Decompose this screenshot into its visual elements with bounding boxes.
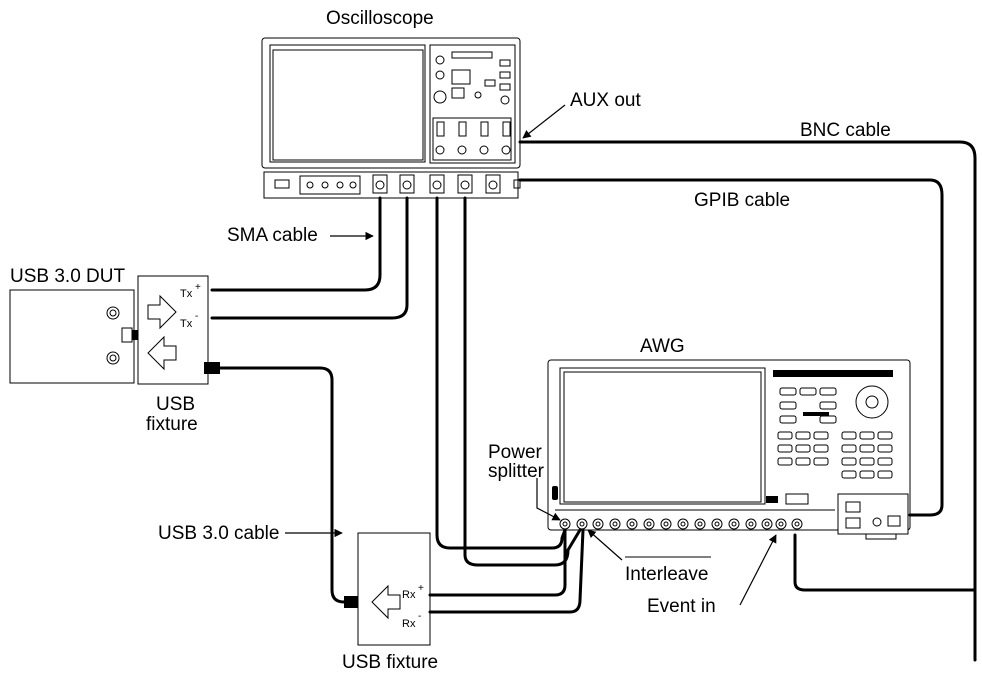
- usb-fixture-top: [137, 275, 220, 385]
- tx-minus-label: Tx: [180, 318, 193, 330]
- bnc-cable: [518, 140, 977, 662]
- svg-text:+: +: [195, 282, 201, 293]
- sma-cable-1: [210, 196, 382, 292]
- power-splitter-label-2: splitter: [488, 461, 545, 482]
- callouts: [285, 104, 777, 606]
- usb-3-cable: [218, 366, 346, 604]
- usb-fixture-bottom: [344, 532, 431, 646]
- usb-fixture-label-1: USB: [156, 394, 195, 415]
- gpib-cable: [518, 178, 944, 517]
- usb-dut: [9, 289, 142, 384]
- scope-channel-connectors: [372, 174, 501, 194]
- usb-fixture-bottom-label: USB fixture: [342, 652, 438, 673]
- bnc-cable-label: BNC cable: [800, 120, 891, 141]
- awg-front-connectors: [559, 518, 803, 530]
- sma-cable-label: SMA cable: [227, 225, 318, 246]
- rx-plus-cable: [428, 528, 567, 597]
- awg-keypad: [777, 431, 893, 479]
- usb-cable-label: USB 3.0 cable: [158, 523, 279, 544]
- scope-to-splitter-2: [463, 196, 582, 567]
- aux-out-label: AUX out: [570, 90, 641, 111]
- usb-dut-label: USB 3.0 DUT: [10, 266, 125, 287]
- svg-text:-: -: [418, 611, 421, 622]
- gpib-cable-label: GPIB cable: [694, 190, 790, 211]
- rx-minus-cable: [428, 528, 585, 614]
- sma-cable-2: [210, 196, 409, 320]
- interleave-label: Interleave: [625, 564, 708, 585]
- awg-label: AWG: [640, 336, 685, 357]
- svg-text:+: +: [418, 583, 424, 594]
- usb-fixture-label-2: fixture: [146, 414, 198, 435]
- cables: [210, 140, 977, 662]
- rx-minus-label: Rx: [402, 618, 416, 630]
- oscilloscope-label: Oscilloscope: [326, 8, 434, 29]
- tx-plus-label: Tx: [180, 288, 193, 300]
- rx-plus-label: Rx: [402, 589, 416, 601]
- scope-to-splitter-1: [435, 196, 567, 550]
- oscilloscope: [261, 37, 521, 199]
- awg: [547, 359, 911, 540]
- event-in-label: Event in: [647, 596, 716, 617]
- svg-text:-: -: [195, 311, 198, 322]
- power-splitter-label-1: Power: [488, 442, 543, 463]
